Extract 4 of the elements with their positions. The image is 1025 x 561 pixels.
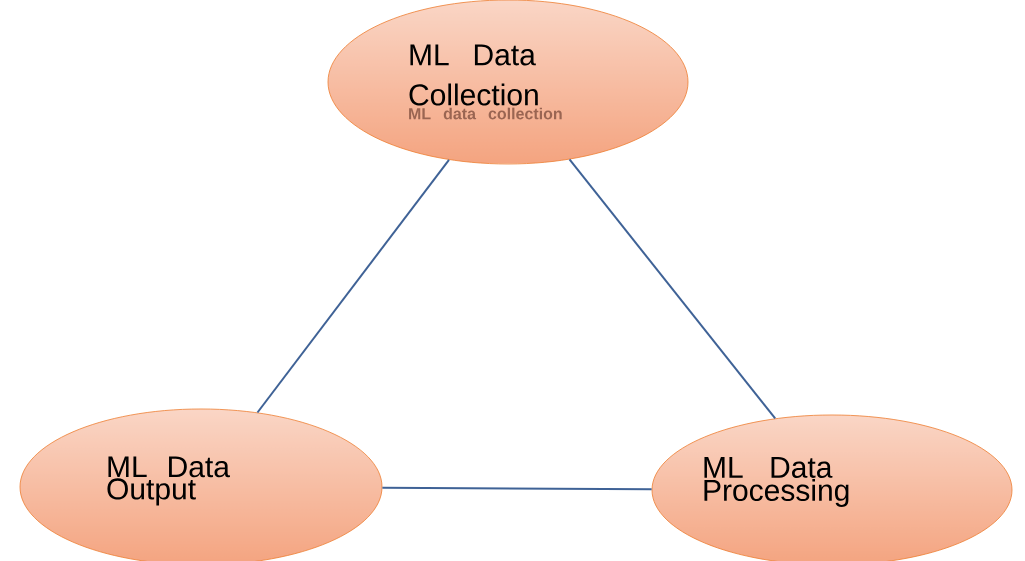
connector-line xyxy=(381,486,653,491)
connector-line xyxy=(568,158,777,420)
connector-line xyxy=(256,158,450,414)
ellipse-node: ML Data Collection ML data collection xyxy=(327,0,689,165)
